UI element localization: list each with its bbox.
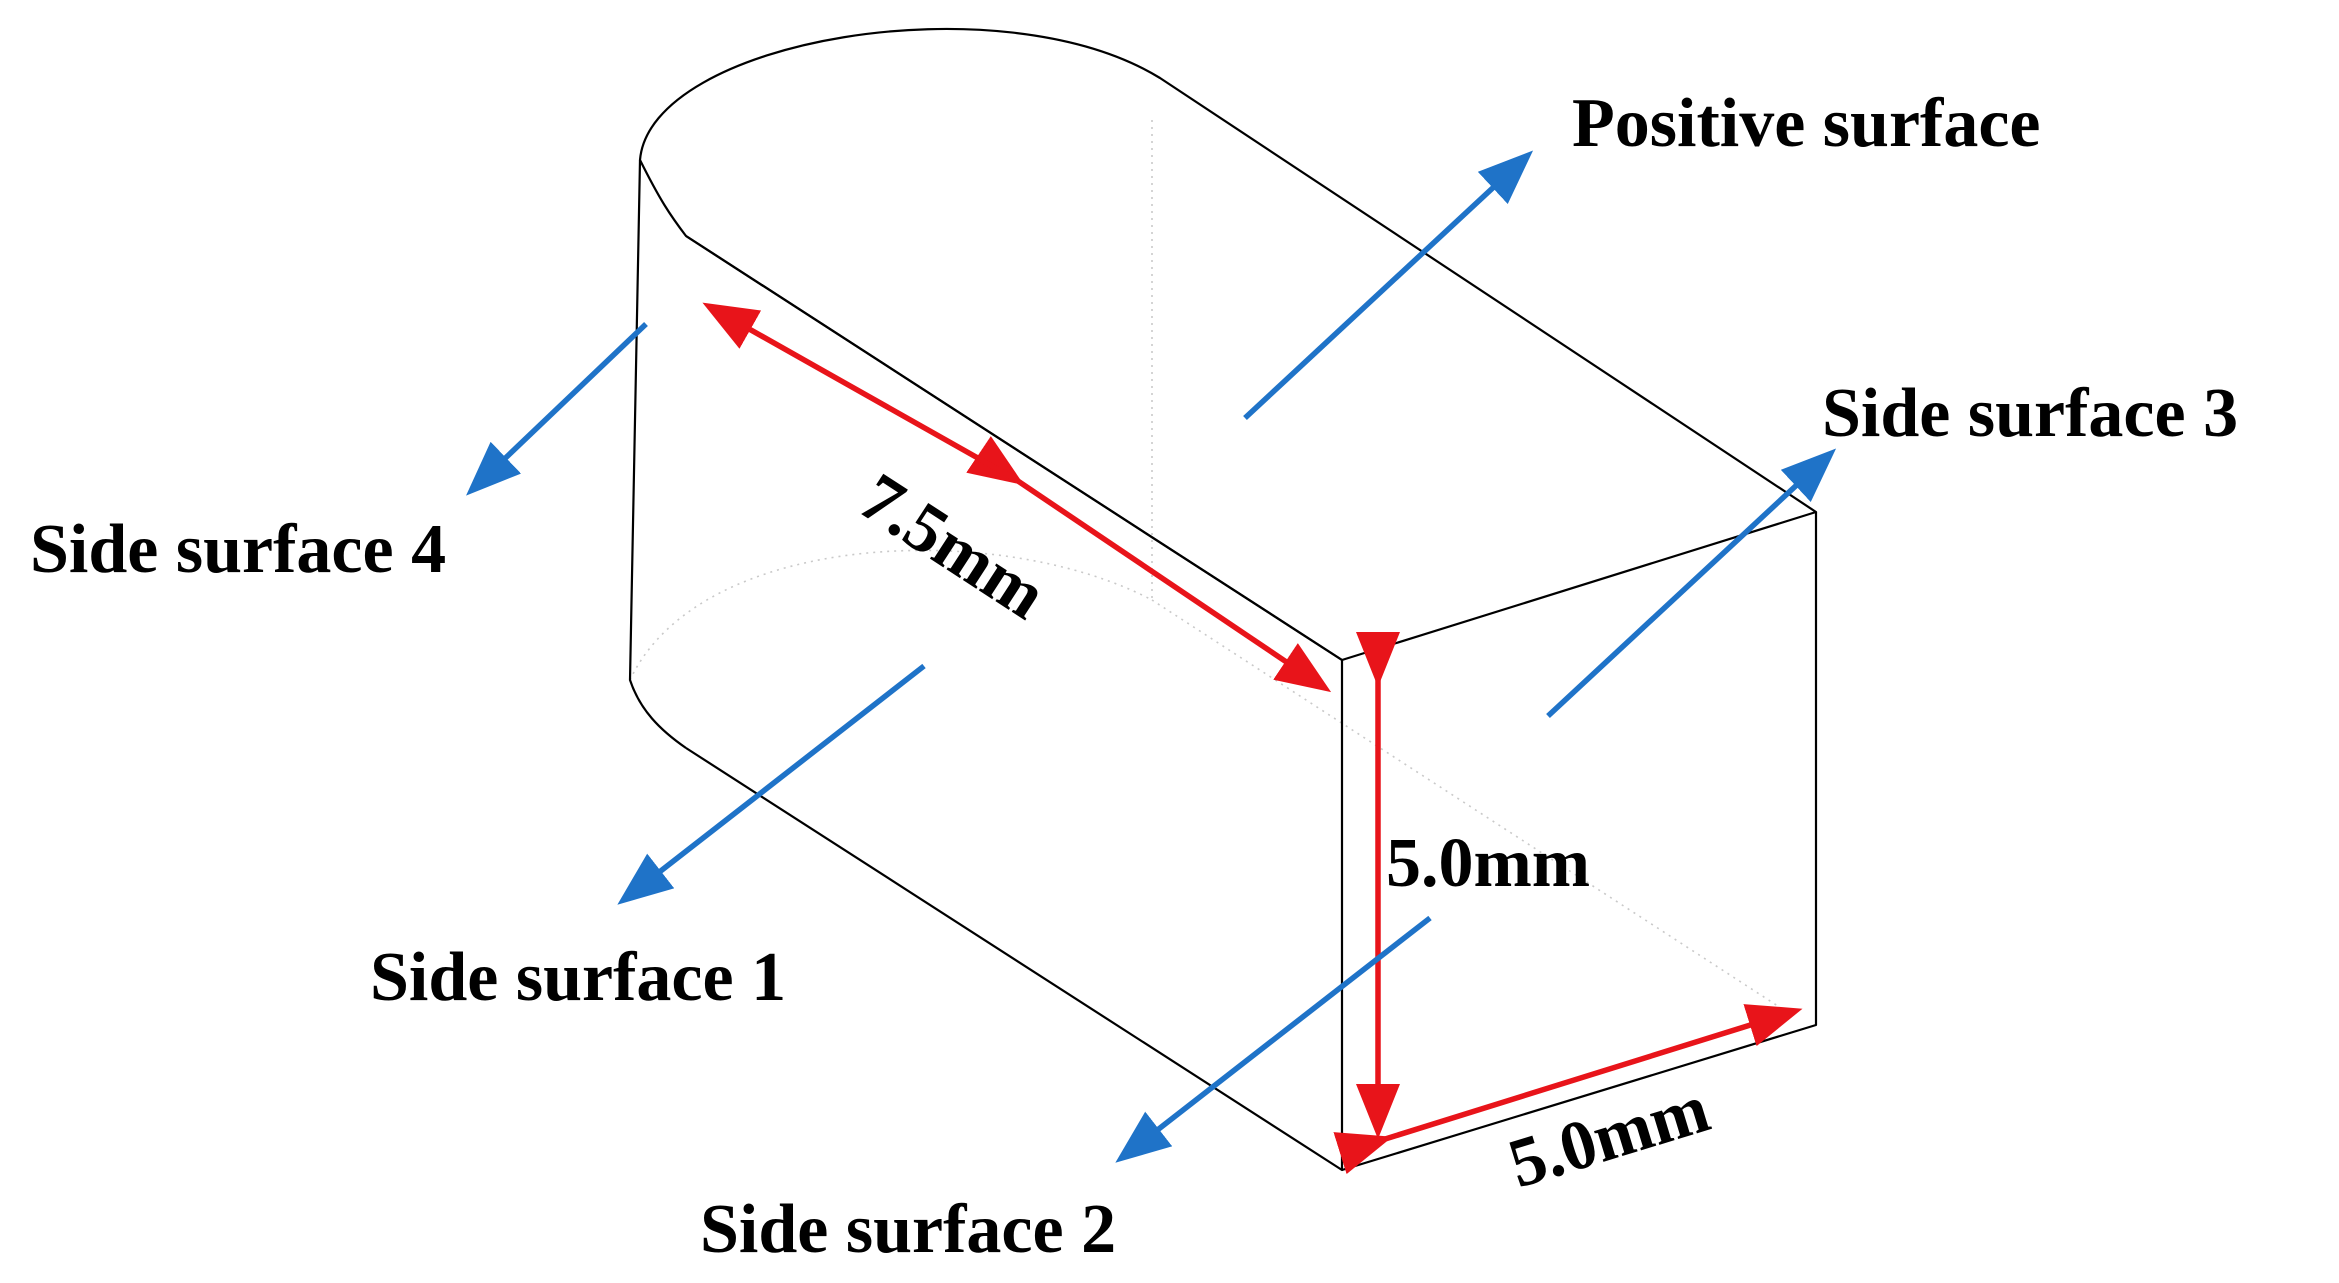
length-dimension-arrow bbox=[966, 436, 1332, 693]
side-surface-4-label: Side surface 4 bbox=[30, 511, 446, 588]
positive-surface-arrow bbox=[1243, 150, 1534, 421]
hidden-edges bbox=[629, 120, 1785, 1011]
dimension-arrows bbox=[702, 302, 1803, 1175]
height-dimension-label: 5.0mm bbox=[1386, 825, 1590, 902]
width-dimension-arrow bbox=[1333, 1004, 1803, 1175]
normal-arrows bbox=[466, 150, 1837, 1163]
side-surface-1-arrow bbox=[617, 663, 926, 905]
hidden-back-bottom-edge bbox=[1151, 599, 1785, 1011]
curved-end-outline bbox=[628, 159, 687, 749]
side-surface-1-label: Side surface 1 bbox=[370, 939, 786, 1016]
side-surface-2-label: Side surface 2 bbox=[700, 1191, 1116, 1268]
hidden-bottom-arc-edge bbox=[629, 549, 1153, 681]
side-surface-2-arrow bbox=[1115, 915, 1432, 1163]
width-dimension-label: 5.0mm bbox=[1500, 1070, 1718, 1203]
top-face-outline bbox=[638, 27, 1818, 662]
length-dimension-arrow-tail bbox=[702, 302, 1017, 482]
positive-surface-label: Positive surface bbox=[1572, 85, 2040, 162]
side-surface-4-arrow bbox=[466, 322, 648, 496]
side-surface-3-label: Side surface 3 bbox=[1822, 375, 2238, 452]
front-face-outline bbox=[685, 235, 1344, 1172]
specimen-outline bbox=[628, 27, 1818, 1172]
side-surface-3-arrow bbox=[1546, 448, 1837, 719]
